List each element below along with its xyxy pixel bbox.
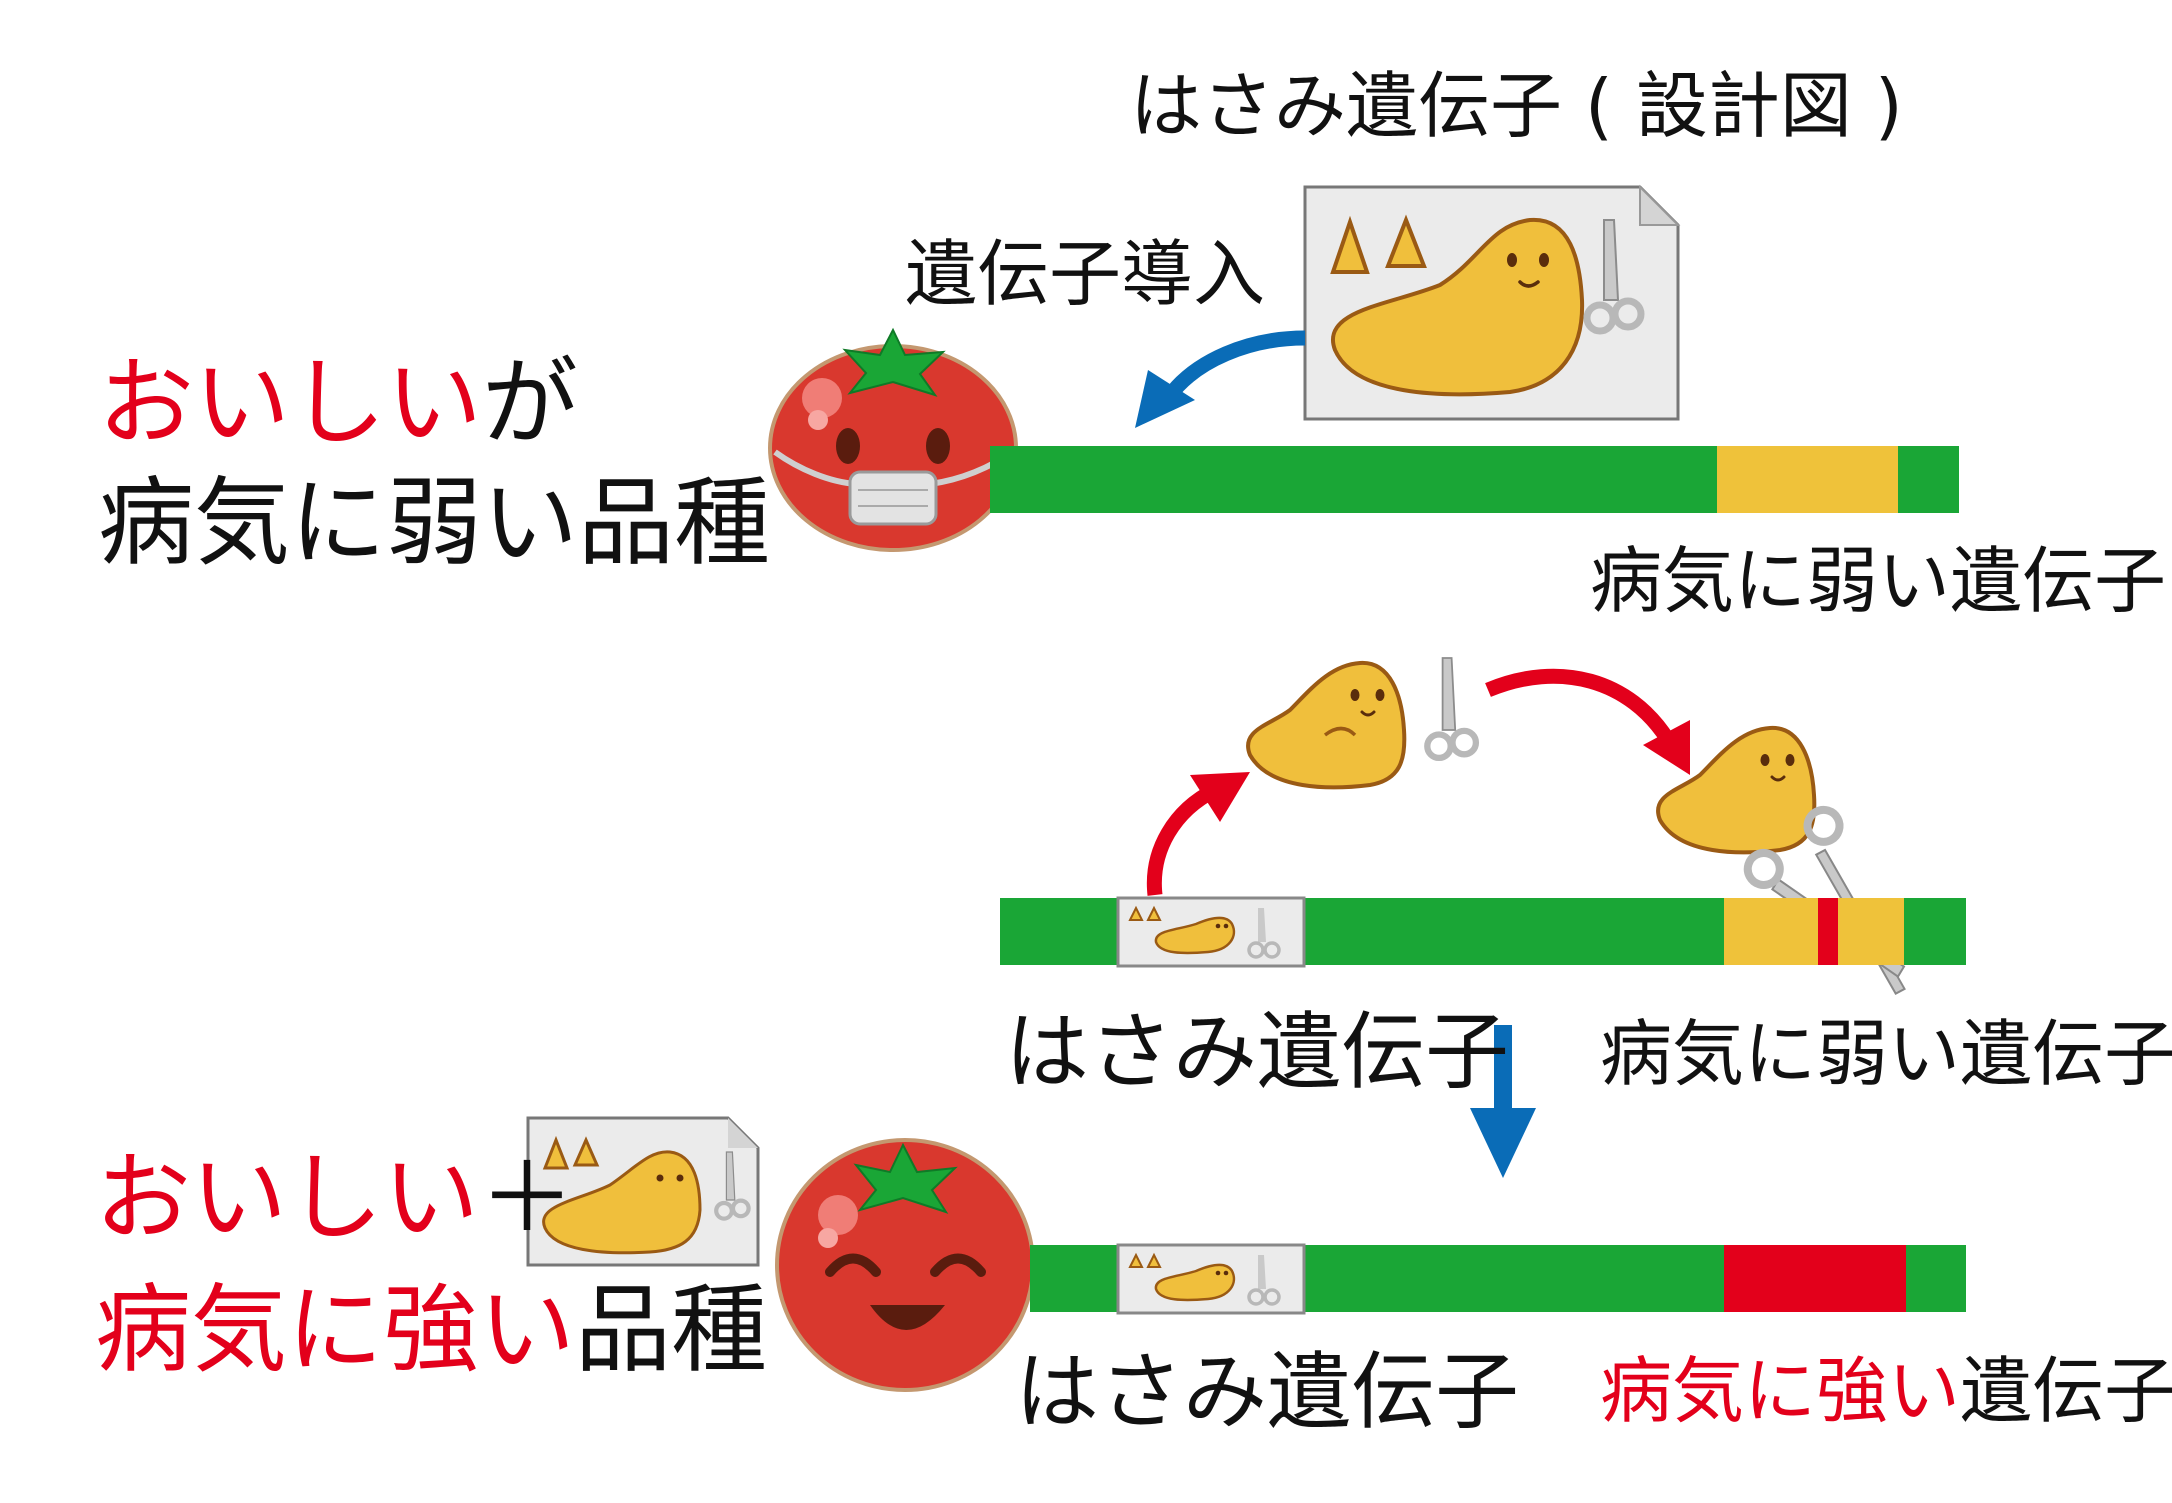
smiling-tomato-icon [775,1138,1035,1392]
blueprint-card-icon [526,1116,760,1267]
cutting-character-icon [1656,725,1906,995]
plus-sign: ＋ [479,1142,575,1254]
scissors-gene-label-bottom: はさみ遺伝子 [1015,1343,1520,1441]
emphasis-text: 病気に強い [1600,1349,1961,1433]
gene-introduction-label: 遺伝子導入 [905,232,1266,316]
emphasis-text: おいしい [98,347,482,459]
plain-text: 遺伝子 [1960,1349,2172,1433]
variety-label-top: おいしいが [98,355,578,451]
arrow-down-icon [1470,1025,1536,1178]
scissors-character-icon [1246,658,1476,790]
dna-strand-middle [1000,896,1966,968]
emphasis-text: おいしい [95,1142,479,1254]
weak-gene-segment [1724,898,1904,965]
strong-gene-label-bottom: 病気に強い遺伝子 [1600,1355,2172,1427]
scissors-gene-label-middle: はさみ遺伝子 [1005,1003,1510,1101]
dna-strand-top [990,446,1959,513]
variety-label-bottom: おいしい＋ [95,1150,575,1246]
weak-gene-label-top: 病気に弱い遺伝子 [1590,539,2167,623]
variety-label-top-line2: 病気に弱い品種 [98,467,770,579]
plain-text: 品種 [575,1274,767,1386]
arrow-cut-icon [1485,668,1690,775]
dna-strand-bottom [1030,1243,1966,1315]
tomato-with-mask-icon [768,327,1018,552]
weak-gene-label-middle: 病気に弱い遺伝子 [1600,1012,2172,1096]
variety-label-bottom-line2: 病気に強い品種 [95,1282,767,1378]
cut-site [1818,898,1838,965]
weak-gene-segment [1717,446,1898,513]
arrow-activate-icon [1146,772,1250,896]
emphasis-text: 病気に強い [95,1274,575,1386]
blueprint-title: はさみ遺伝子 ( 設計図 ) [1130,64,1903,148]
blueprint-card-icon [1303,184,1681,421]
arrow-introduce-icon [1135,330,1306,428]
strong-gene-segment [1724,1245,1906,1312]
plain-text: が [482,347,578,459]
